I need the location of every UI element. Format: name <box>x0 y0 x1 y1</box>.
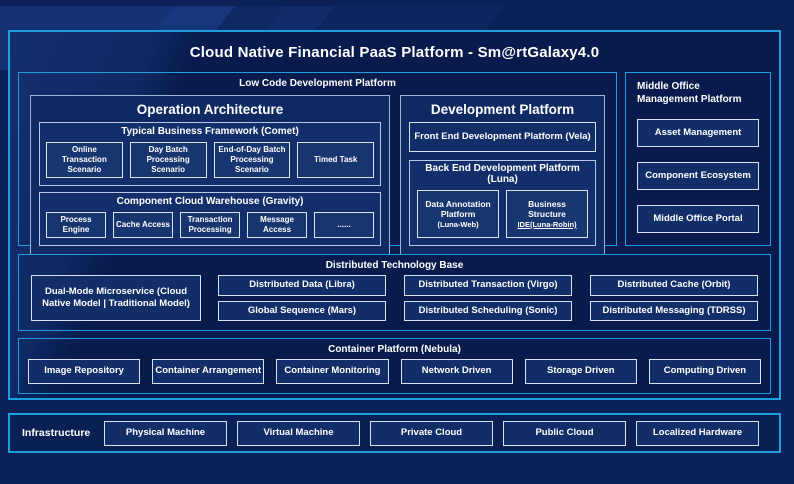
panel-development-platform: Development Platform Front End Developme… <box>400 95 605 255</box>
platform-diagram: Cloud Native Financial PaaS Platform - S… <box>8 30 781 400</box>
chip-end-of-day-batch-processing-scenario: End-of-Day Batch Processing Scenario <box>213 142 291 178</box>
page-title: Cloud Native Financial PaaS Platform - S… <box>189 43 600 61</box>
chip-day-batch-processing-scenario: Day Batch Processing Scenario <box>129 142 207 178</box>
chip-sub-text: (Luna-Web) <box>437 219 479 229</box>
box-image-repository: Image Repository <box>28 359 141 384</box>
distributed-label: Distributed Technology Base <box>325 260 464 271</box>
section-low-code-development-platform: Low Code Development Platform Operation … <box>18 72 617 255</box>
box-localized-hardware: Localized Hardware <box>636 420 759 446</box>
chip-cache-access: Cache Access <box>113 212 174 238</box>
chip-message-access: Message Access <box>247 212 308 238</box>
panel-operation-architecture: Operation Architecture Typical Business … <box>30 95 391 255</box>
box-network-driven: Network Driven <box>400 359 513 384</box>
subpanel-back-end-development-platform: Back End Development Platform (Luna) Dat… <box>409 160 596 246</box>
container-platform-label: Container Platform (Nebula) <box>328 344 461 355</box>
chip-business-structure-ide: Business Structure IDE(Luna-Robin) <box>506 190 589 238</box>
subpanel-typical-business-framework: Typical Business Framework (Comet) Onlin… <box>39 122 382 186</box>
chip-main-text: Data Annotation Platform <box>425 198 491 220</box>
box-distributed-data: Distributed Data (Libra) <box>218 275 386 296</box>
subpanel-component-cloud-warehouse: Component Cloud Warehouse (Gravity) Proc… <box>39 192 382 246</box>
box-front-end-development-platform: Front End Development Platform (Vela) <box>409 122 596 152</box>
container-platform-items: Image Repository Container Arrangement C… <box>19 355 770 393</box>
chip-transaction-processing: Transaction Processing <box>180 212 241 238</box>
component-cloud-warehouse-title: Component Cloud Warehouse (Gravity) <box>116 196 304 207</box>
box-distributed-transaction: Distributed Transaction (Virgo) <box>404 275 572 296</box>
section-container-platform: Container Platform (Nebula) Image Reposi… <box>18 338 771 394</box>
box-physical-machine: Physical Machine <box>104 420 227 446</box>
box-computing-driven: Computing Driven <box>648 359 762 384</box>
box-component-ecosystem: Component Ecosystem <box>637 162 759 190</box>
box-global-sequence: Global Sequence (Mars) <box>218 300 386 321</box>
spacer <box>637 147 759 149</box>
chip-timed-task: Timed Task <box>297 142 375 178</box>
box-middle-office-portal: Middle Office Portal <box>637 205 759 233</box>
box-public-cloud: Public Cloud <box>503 420 626 446</box>
back-end-items: Data Annotation Platform (Luna-Web) Busi… <box>417 190 589 238</box>
typical-business-items: Online Transaction Scenario Day Batch Pr… <box>46 142 375 178</box>
low-code-body: Operation Architecture Typical Business … <box>19 89 616 264</box>
box-virtual-machine: Virtual Machine <box>237 420 360 446</box>
box-distributed-messaging: Distributed Messaging (TDRSS) <box>590 300 758 321</box>
operation-architecture-title: Operation Architecture <box>136 102 284 117</box>
box-container-arrangement: Container Arrangement <box>152 359 265 384</box>
top-row: Low Code Development Platform Operation … <box>18 72 771 255</box>
box-asset-management: Asset Management <box>637 119 759 147</box>
chip-online-transaction-scenario: Online Transaction Scenario <box>46 142 123 178</box>
distributed-body: Dual-Mode Microservice (Cloud Native Mod… <box>19 271 770 330</box>
low-code-label: Low Code Development Platform <box>239 78 396 89</box>
box-distributed-cache: Distributed Cache (Orbit) <box>590 275 758 296</box>
box-private-cloud: Private Cloud <box>370 420 493 446</box>
chip-data-annotation-platform: Data Annotation Platform (Luna-Web) <box>417 190 500 238</box>
chip-sub-text: IDE(Luna-Robin) <box>517 219 577 229</box>
distributed-grid: Distributed Data (Libra) Distributed Tra… <box>218 275 758 321</box>
chip-main-text: Business Structure <box>528 198 566 220</box>
section-infrastructure: Infrastructure Physical Machine Virtual … <box>8 413 781 453</box>
typical-business-framework-title: Typical Business Framework (Comet) <box>121 126 299 137</box>
development-platform-title: Development Platform <box>430 102 575 117</box>
box-dual-mode-microservice: Dual-Mode Microservice (Cloud Native Mod… <box>31 275 201 321</box>
chip-process-engine: Process Engine <box>46 212 107 238</box>
spacer <box>637 190 759 192</box>
section-distributed-technology-base: Distributed Technology Base Dual-Mode Mi… <box>18 254 771 331</box>
middle-office-label: Middle Office Management Platform <box>637 81 742 105</box>
infrastructure-label: Infrastructure <box>22 427 91 439</box>
component-cloud-items: Process Engine Cache Access Transaction … <box>46 212 375 238</box>
box-distributed-scheduling: Distributed Scheduling (Sonic) <box>404 300 572 321</box>
back-end-title: Back End Development Platform (Luna) <box>425 163 580 185</box>
section-middle-office-management-platform: Middle Office Management Platform Asset … <box>625 72 771 246</box>
chip-ellipsis: ...... <box>314 212 375 238</box>
box-container-monitoring: Container Monitoring <box>276 359 389 384</box>
box-storage-driven: Storage Driven <box>524 359 637 384</box>
